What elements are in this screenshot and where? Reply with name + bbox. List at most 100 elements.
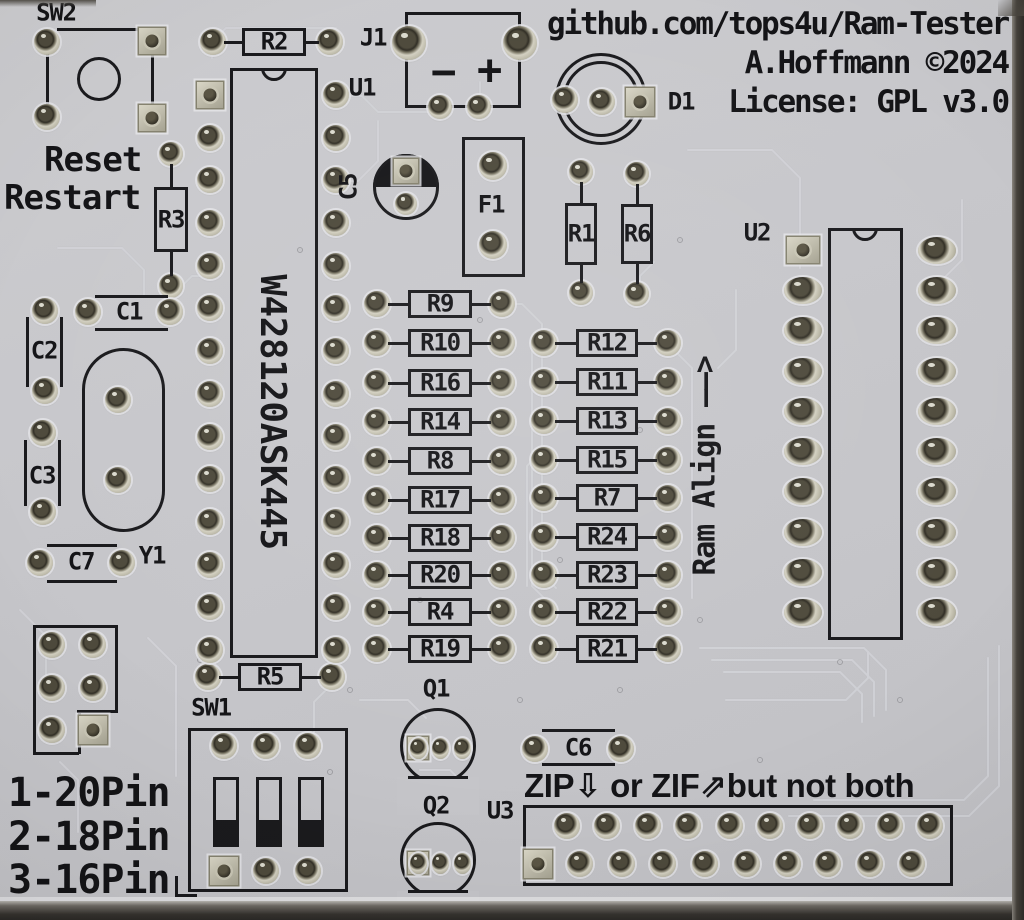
pad-hole bbox=[197, 338, 223, 364]
refdes-label: U1 bbox=[348, 73, 377, 102]
pad-hole bbox=[784, 316, 822, 344]
slider-position-mark bbox=[259, 820, 279, 845]
pad-hole bbox=[34, 29, 60, 55]
refdes-label: R22 bbox=[587, 597, 628, 626]
pad-hole bbox=[775, 851, 801, 877]
pad-hole bbox=[734, 851, 760, 877]
pad-hole bbox=[323, 295, 349, 321]
pad-hole bbox=[479, 152, 507, 180]
resistor-outline bbox=[576, 368, 638, 396]
pad-hole bbox=[27, 550, 53, 576]
silk-line bbox=[306, 40, 319, 44]
silk-line bbox=[224, 40, 242, 44]
pin1-square-pad bbox=[210, 857, 238, 885]
silk-line bbox=[638, 647, 657, 651]
cathode-square-pad bbox=[626, 88, 654, 116]
pad-hole bbox=[489, 409, 515, 435]
silk-line bbox=[174, 876, 178, 897]
refdes-label: U2 bbox=[743, 218, 772, 247]
refdes-label: R14 bbox=[420, 407, 461, 436]
drill-hole bbox=[531, 857, 545, 871]
silk-line bbox=[408, 889, 468, 893]
pad-hole bbox=[784, 437, 822, 465]
silk-line bbox=[472, 647, 491, 651]
silk-line bbox=[472, 381, 491, 385]
resistor-outline bbox=[408, 290, 472, 318]
pad-hole bbox=[323, 125, 349, 151]
refdes-label: R2 bbox=[260, 27, 289, 56]
pad-hole bbox=[364, 291, 390, 317]
slider-outline bbox=[256, 777, 282, 847]
pad-hole bbox=[784, 357, 822, 385]
pad-hole bbox=[197, 125, 223, 151]
drill-hole bbox=[203, 88, 217, 102]
minus-sign: − bbox=[430, 46, 456, 96]
silk-line bbox=[472, 498, 491, 502]
silk-line bbox=[472, 302, 491, 306]
refdes-label: R5 bbox=[256, 662, 285, 691]
pin1-square-pad bbox=[524, 850, 552, 878]
slider-outline bbox=[298, 777, 324, 847]
refdes-label: C2 bbox=[30, 336, 59, 365]
pad-hole bbox=[364, 448, 390, 474]
silk-line bbox=[638, 458, 657, 462]
resistor-outline bbox=[576, 635, 638, 663]
pad-hole bbox=[918, 598, 956, 626]
photo-edge-bottom bbox=[0, 901, 1024, 920]
refdes-label: SW1 bbox=[191, 693, 232, 722]
refdes-label: R15 bbox=[587, 445, 628, 474]
pad-hole bbox=[757, 813, 783, 839]
pad-hole bbox=[531, 599, 557, 625]
jack-pad bbox=[392, 26, 426, 60]
button-outline bbox=[77, 57, 121, 101]
silkscreen-zip-zif-note: ZIP⇩ or ZIF⇗but not both bbox=[524, 768, 915, 804]
pad-hole bbox=[159, 142, 183, 166]
plus-sign: + bbox=[476, 44, 502, 94]
pad-hole bbox=[918, 518, 956, 546]
pad-hole bbox=[784, 598, 822, 626]
silk-line bbox=[408, 775, 468, 779]
refdes-label: R18 bbox=[420, 523, 461, 552]
pad-hole bbox=[364, 370, 390, 396]
silkscreen-restart-label: Restart bbox=[4, 178, 141, 218]
silk-line bbox=[555, 458, 576, 462]
resistor-outline bbox=[408, 524, 472, 552]
resistor-outline bbox=[154, 187, 188, 252]
pad-hole bbox=[197, 637, 223, 663]
pad-hole bbox=[569, 281, 593, 305]
pad-hole bbox=[253, 858, 279, 884]
drill-hole bbox=[796, 243, 810, 257]
pad-hole bbox=[625, 282, 649, 306]
pad-hole bbox=[197, 381, 223, 407]
pad-hole bbox=[75, 299, 101, 325]
to92-flat-mask bbox=[397, 777, 479, 815]
pad-hole bbox=[197, 167, 223, 193]
refdes-label: J1 bbox=[359, 23, 388, 52]
silk-line bbox=[555, 419, 576, 423]
pad-hole bbox=[109, 550, 135, 576]
pad-hole bbox=[197, 210, 223, 236]
pad-hole bbox=[531, 447, 557, 473]
resistor-outline bbox=[238, 663, 302, 691]
silk-line bbox=[555, 573, 576, 577]
resistor-outline bbox=[408, 408, 472, 436]
resistor-outline bbox=[408, 447, 472, 475]
resistor-outline bbox=[565, 203, 597, 265]
silk-line bbox=[555, 610, 576, 614]
silk-line bbox=[95, 327, 168, 331]
pad-hole bbox=[453, 737, 471, 759]
pad-hole bbox=[531, 485, 557, 511]
pad-hole bbox=[489, 636, 515, 662]
silkscreen-reset-label: Reset bbox=[44, 140, 142, 180]
drill-hole bbox=[145, 34, 159, 48]
silk-line bbox=[638, 341, 657, 345]
silk-line bbox=[388, 610, 408, 614]
pad-hole bbox=[39, 675, 65, 701]
refdes-label: R1 bbox=[567, 219, 596, 248]
pad-hole bbox=[34, 104, 60, 130]
slider-position-mark bbox=[301, 820, 321, 845]
silk-line bbox=[388, 420, 408, 424]
pad-hole bbox=[323, 82, 349, 108]
pad-hole bbox=[918, 357, 956, 385]
